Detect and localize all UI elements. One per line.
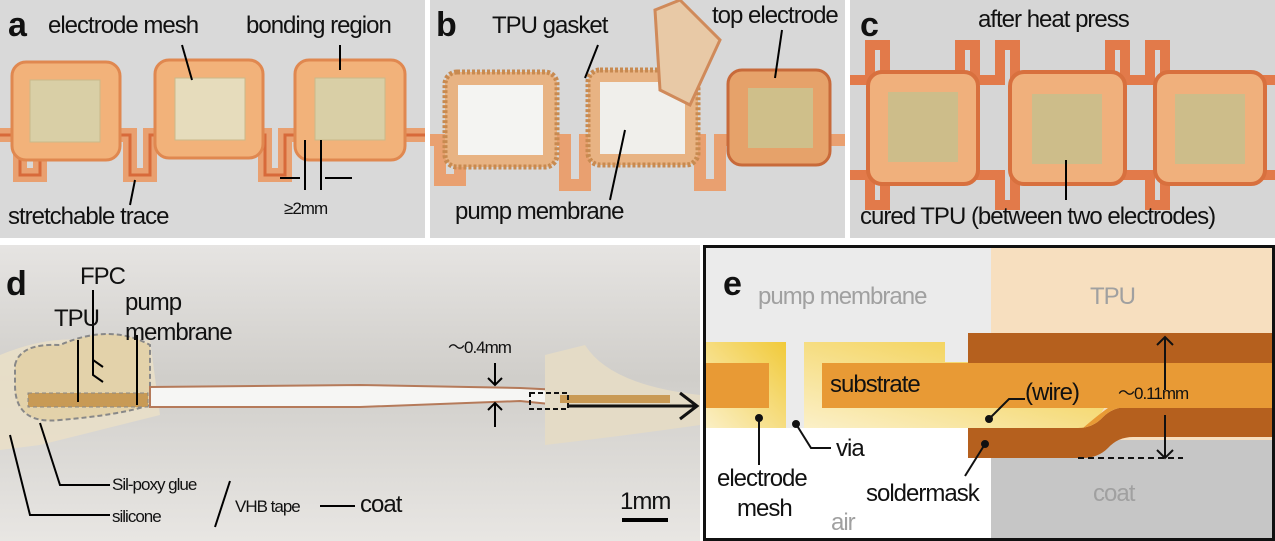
label-fpc: FPC [80,263,126,290]
panel-letter: d [6,265,27,303]
label-tpu-gasket: TPU gasket [492,12,608,39]
label-thickness-04: 〜0.4mm [448,338,512,357]
label-stretchable-trace: stretchable trace [8,203,169,230]
panel-b: b TPU gasket top electrode pump membrane [430,0,845,238]
label-cured-tpu: cured TPU (between two electrodes) [860,203,1216,230]
label-pump-membrane: pump membrane [455,198,624,225]
panel-e-diagram [703,245,1275,541]
label-after-heat-press: after heat press [978,6,1130,33]
label-mesh: mesh [737,495,793,522]
panel-letter: b [436,6,457,44]
label-thickness-011: 〜0.11mm [1118,384,1189,403]
label-wire: (wire) [1025,379,1080,406]
label-air: air [831,509,856,536]
label-coat: coat [1093,480,1135,507]
panel-a: a electrode mesh bonding region stretcha… [0,0,425,238]
substrate-pad [703,363,769,408]
panel-c-photo [850,0,1275,238]
label-coat: coat [360,491,402,518]
label-vhb-tape: VHB tape [235,497,301,516]
label-electrode-mesh: electrode mesh [48,12,199,39]
label-pump-membrane: pump membrane [758,283,927,310]
label-soldermask: soldermask [866,480,980,507]
label-silpoxy-glue: Sil-poxy glue [112,475,197,494]
label-tpu: TPU [54,305,100,332]
label-bonding-region: bonding region [246,12,392,39]
panel-letter: e [723,265,742,303]
panel-d-photo [0,245,700,541]
panel-letter: c [860,6,879,44]
label-membrane: membrane [125,319,233,346]
label-substrate: substrate [830,371,921,398]
label-via: via [836,435,865,462]
label-gap: ≥2mm [284,199,328,218]
soldermask-bottom [968,407,1275,458]
panel-e: e pump membrane TPU substrate (wire) 〜0.… [703,245,1275,541]
panel-letter: a [8,6,27,44]
air-region [703,428,993,541]
label-pump: pump [125,289,182,316]
panel-c: c after heat press cured TPU (between tw… [850,0,1275,238]
panel-a-photo [0,0,425,238]
label-tpu: TPU [1090,283,1136,310]
label-electrode: electrode [717,465,808,492]
panel-d: d FPC TPU pump membrane 〜0.4mm Sil-poxy … [0,245,700,541]
label-top-electrode: top electrode [712,2,839,29]
panel-b-photo [430,0,845,238]
label-silicone: silicone [112,507,162,526]
scale-bar-label: 1mm [620,488,671,515]
soldermask-top [968,333,1275,363]
